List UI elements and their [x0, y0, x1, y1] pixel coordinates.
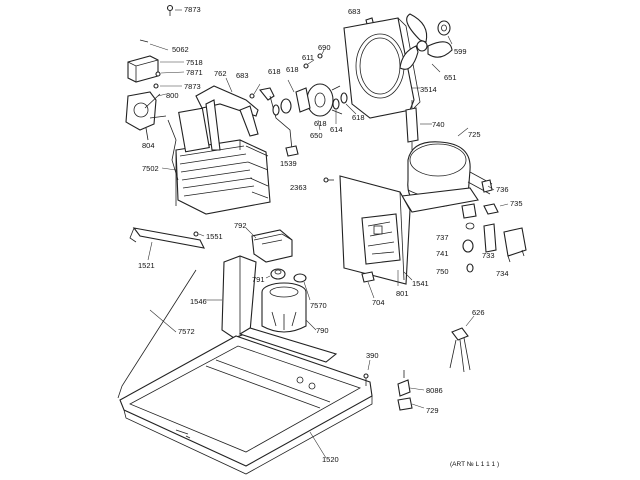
label-725: 725 — [468, 130, 481, 139]
grommet-791 — [265, 268, 286, 280]
washer-614 — [332, 98, 340, 124]
label-390: 390 — [366, 351, 379, 360]
part-7570 — [293, 273, 311, 301]
harness-626 — [449, 315, 475, 373]
label-618-a: 618 — [268, 67, 281, 76]
art-number: (ART № L 1 1 1 ) — [450, 461, 499, 468]
label-683-top: 683 — [348, 7, 361, 16]
screw-683-left — [249, 83, 261, 99]
screw-611 — [303, 59, 315, 69]
label-792: 792 — [234, 221, 247, 230]
label-800: 800 — [166, 91, 179, 100]
label-750: 750 — [436, 267, 449, 276]
capacitor-740 — [405, 100, 432, 150]
label-7873-lower: 7873 — [184, 82, 201, 91]
valve-assembly-804 — [125, 91, 167, 141]
label-804: 804 — [142, 141, 155, 150]
label-683-left: 683 — [236, 71, 249, 80]
label-7873-top: 7873 — [184, 5, 201, 14]
part-750 — [466, 263, 474, 273]
screw-7873-lower — [153, 83, 182, 89]
label-737: 737 — [436, 233, 449, 242]
support-1546 — [206, 255, 257, 339]
label-599: 599 — [454, 47, 467, 56]
label-1551: 1551 — [206, 232, 223, 241]
label-740: 740 — [432, 120, 445, 129]
screw-690 — [317, 49, 325, 59]
label-618-b: 618 — [286, 65, 299, 74]
label-704: 704 — [372, 298, 385, 307]
control-board-801 — [361, 213, 401, 286]
part-741 — [462, 239, 474, 253]
mount-736 — [481, 179, 495, 193]
screw-5062 — [139, 39, 169, 51]
label-3514: 3514 — [420, 85, 437, 94]
bracket-762 — [195, 77, 259, 151]
label-735: 735 — [510, 199, 523, 208]
grommet-737 — [461, 203, 477, 230]
label-2363: 2363 — [290, 183, 307, 192]
label-734: 734 — [496, 269, 509, 278]
label-736: 736 — [496, 185, 509, 194]
label-618-d: 618 — [352, 113, 365, 122]
part-8086 — [397, 370, 425, 397]
bracket-1551 — [129, 227, 205, 261]
label-1520: 1520 — [322, 455, 339, 464]
label-5062: 5062 — [172, 45, 189, 54]
bracket-792 — [245, 227, 293, 263]
label-614: 614 — [330, 125, 343, 134]
condenser-coil-7502 — [161, 107, 271, 215]
label-7570: 7570 — [310, 301, 327, 310]
overload-735 — [483, 203, 509, 215]
label-762: 762 — [214, 69, 227, 78]
fan-motor-650 — [272, 79, 343, 131]
relay-733 — [483, 223, 497, 253]
fan-blade-651 — [399, 13, 453, 73]
label-650: 650 — [310, 131, 323, 140]
label-1521: 1521 — [138, 261, 155, 270]
capacitor-734 — [503, 227, 527, 263]
label-1539: 1539 — [280, 159, 297, 168]
label-1546: 1546 — [190, 297, 207, 306]
label-801: 801 — [396, 289, 409, 298]
label-729: 729 — [426, 406, 439, 415]
label-7518: 7518 — [186, 58, 203, 67]
label-1541: 1541 — [412, 279, 429, 288]
screw-7873-top — [166, 4, 182, 16]
nut-599 — [437, 20, 453, 45]
label-7871: 7871 — [186, 68, 203, 77]
label-618-c: 618 — [314, 119, 327, 128]
part-729 — [397, 397, 425, 411]
washer-618-right — [340, 92, 357, 115]
label-7502: 7502 — [142, 164, 159, 173]
relay-7518 — [127, 55, 184, 83]
label-611: 611 — [302, 53, 314, 62]
wire-rod-7572 — [117, 269, 197, 399]
screw-2363 — [323, 177, 334, 183]
label-8086: 8086 — [426, 386, 443, 395]
label-7572: 7572 — [178, 327, 195, 336]
label-626: 626 — [472, 308, 485, 317]
label-790: 790 — [316, 326, 329, 335]
screw-7871 — [155, 71, 185, 77]
label-651: 651 — [444, 73, 457, 82]
screw-390 — [363, 359, 371, 386]
bracket-1539 — [259, 87, 299, 157]
label-733: 733 — [482, 251, 495, 260]
base-pan-1520 — [119, 327, 373, 475]
drain-cup-790 — [261, 282, 317, 333]
label-741: 741 — [436, 249, 449, 258]
label-690: 690 — [318, 43, 331, 52]
compressor-725 — [401, 127, 493, 213]
part-704 — [361, 271, 375, 299]
label-791: 791 — [252, 275, 265, 284]
